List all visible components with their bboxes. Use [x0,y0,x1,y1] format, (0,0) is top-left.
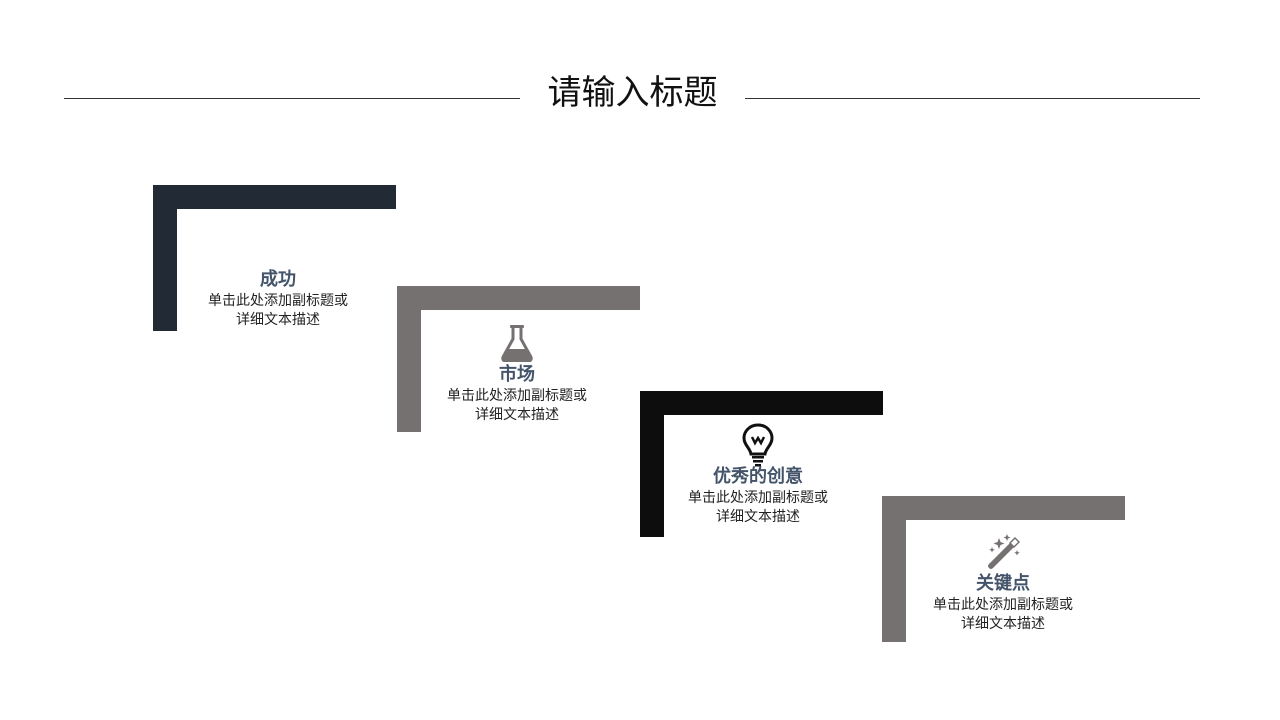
step-2-bracket [397,286,640,432]
step-title: 成功 [260,269,296,290]
step-desc-line2: 详细文本描述 [475,407,559,423]
title-divider-left [64,98,520,99]
step-desc-line2: 详细文本描述 [236,312,320,328]
step-3-card: 优秀的创意 单击此处添加副标题或 详细文本描述 [638,423,878,527]
step-1-bracket [153,185,396,331]
step-title: 市场 [499,364,535,385]
step-4-card: 关键点 单击此处添加副标题或 详细文本描述 [883,532,1123,634]
step-desc-line1: 单击此处添加副标题或 [208,293,348,309]
step-4-bracket [882,496,1125,642]
step-desc-line1: 单击此处添加副标题或 [933,597,1073,613]
step-title: 优秀的创意 [713,466,803,487]
flask-icon [397,323,637,363]
lightbulb-icon [638,423,878,467]
page-title: 请输入标题 [547,73,718,113]
step-title: 关键点 [976,573,1030,594]
step-3-bracket [640,391,883,537]
step-2-card: 市场 单击此处添加副标题或 详细文本描述 [397,323,637,425]
step-desc-line1: 单击此处添加副标题或 [688,490,828,506]
step-desc-line2: 详细文本描述 [961,616,1045,632]
step-desc-line1: 单击此处添加副标题或 [447,388,587,404]
magic-wand-icon [883,532,1123,572]
title-divider-right [745,98,1200,99]
step-desc-line2: 详细文本描述 [716,509,800,525]
step-1-card: 成功 单击此处添加副标题或 详细文本描述 [158,268,398,330]
